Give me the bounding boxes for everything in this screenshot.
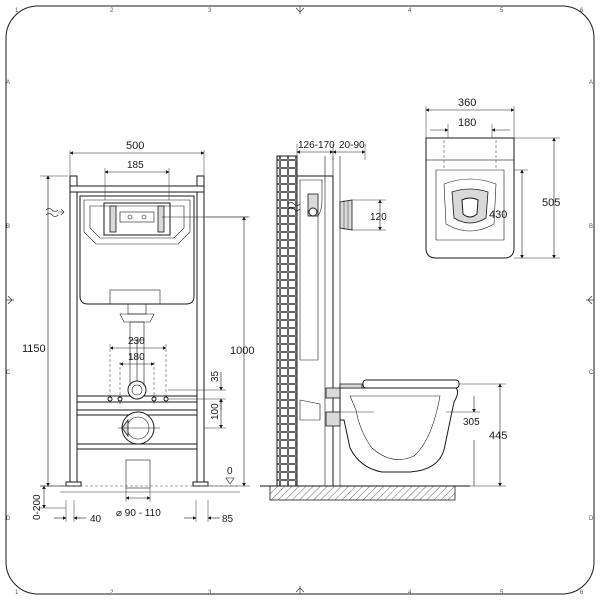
dim-pan-width: 360 xyxy=(458,97,476,109)
wall-hung-pan xyxy=(339,387,459,473)
border-bottom-3: 3 xyxy=(208,590,212,596)
frame-top-rail xyxy=(69,185,205,193)
frame-right-post xyxy=(196,175,205,487)
dim-bolt-spacing-inner: 180 xyxy=(128,352,145,363)
dim-leg-offset-right: 85 xyxy=(222,514,234,525)
border-right-D: D xyxy=(589,516,594,522)
border-left-D: D xyxy=(6,516,11,522)
tiled-wall xyxy=(276,155,298,487)
top-view: 360 180 505 430 xyxy=(425,97,560,259)
side-water-inlet-icon xyxy=(287,202,301,211)
cistern-body xyxy=(79,195,195,305)
frame-left-post xyxy=(69,175,78,487)
dim-pan-bolt-height: 305 xyxy=(463,417,480,428)
dim-bowl-depth: 430 xyxy=(489,209,507,221)
floor-level-marker xyxy=(225,477,235,485)
front-view: 500 185 1150 1000 230 180 35 100 0 xyxy=(22,140,254,525)
dim-floor-zero: 0 xyxy=(227,466,233,477)
border-bottom-5: 5 xyxy=(500,590,504,596)
floor-section xyxy=(269,485,456,501)
border-right-C: C xyxy=(589,370,594,376)
border-top-3: 3 xyxy=(208,8,212,14)
border-left-C: C xyxy=(6,370,11,376)
border-top-5: 5 xyxy=(500,8,504,14)
toilet-seat xyxy=(362,379,460,389)
dim-leg-adjust: 0-200 xyxy=(32,494,43,520)
dim-leg-offset-left: 40 xyxy=(90,514,102,525)
border-top-1: 1 xyxy=(15,8,19,14)
border-left-A: A xyxy=(6,80,10,86)
flush-plate-opening xyxy=(103,202,171,236)
dim-frame-depth: 20-90 xyxy=(339,140,365,151)
dim-flush-plate-width: 185 xyxy=(127,160,144,171)
dim-inlet-height: 1000 xyxy=(230,345,254,357)
dim-outlet-height: 100 xyxy=(210,403,221,420)
dim-bolt-to-outlet: 35 xyxy=(210,370,221,382)
dim-pan-depth: 505 xyxy=(542,197,560,209)
dim-frame-height: 1150 xyxy=(22,343,46,355)
dim-frame-width: 500 xyxy=(126,140,144,152)
border-bottom-4: 4 xyxy=(408,590,412,596)
dim-wall-depth: 126-170 xyxy=(298,140,335,151)
side-frame xyxy=(296,175,334,487)
dim-inlet-offset: 120 xyxy=(370,212,387,223)
border-right-B: B xyxy=(589,224,593,230)
border-bottom-6: 6 xyxy=(580,590,584,596)
border-markers: A B C D A B C D 1 2 3 4 5 6 1 2 3 4 5 6 xyxy=(6,6,594,596)
dim-pan-height: 445 xyxy=(489,430,507,442)
border-top-4: 4 xyxy=(408,8,412,14)
border-bottom-1: 1 xyxy=(15,590,19,596)
border-top-2: 2 xyxy=(110,8,114,14)
border-top-6: 6 xyxy=(580,8,584,14)
dim-bolt-spacing-outer: 230 xyxy=(128,336,145,347)
side-view: 126-170 20-90 120 305 445 xyxy=(260,140,507,501)
dim-drain-diameter: ⌀ 90 - 110 xyxy=(116,508,161,519)
dim-seat-width: 180 xyxy=(458,117,476,129)
border-bottom-2: 2 xyxy=(110,590,114,596)
flush-outlet xyxy=(127,380,147,400)
border-left-B: B xyxy=(6,224,10,230)
border-right-A: A xyxy=(589,80,593,86)
